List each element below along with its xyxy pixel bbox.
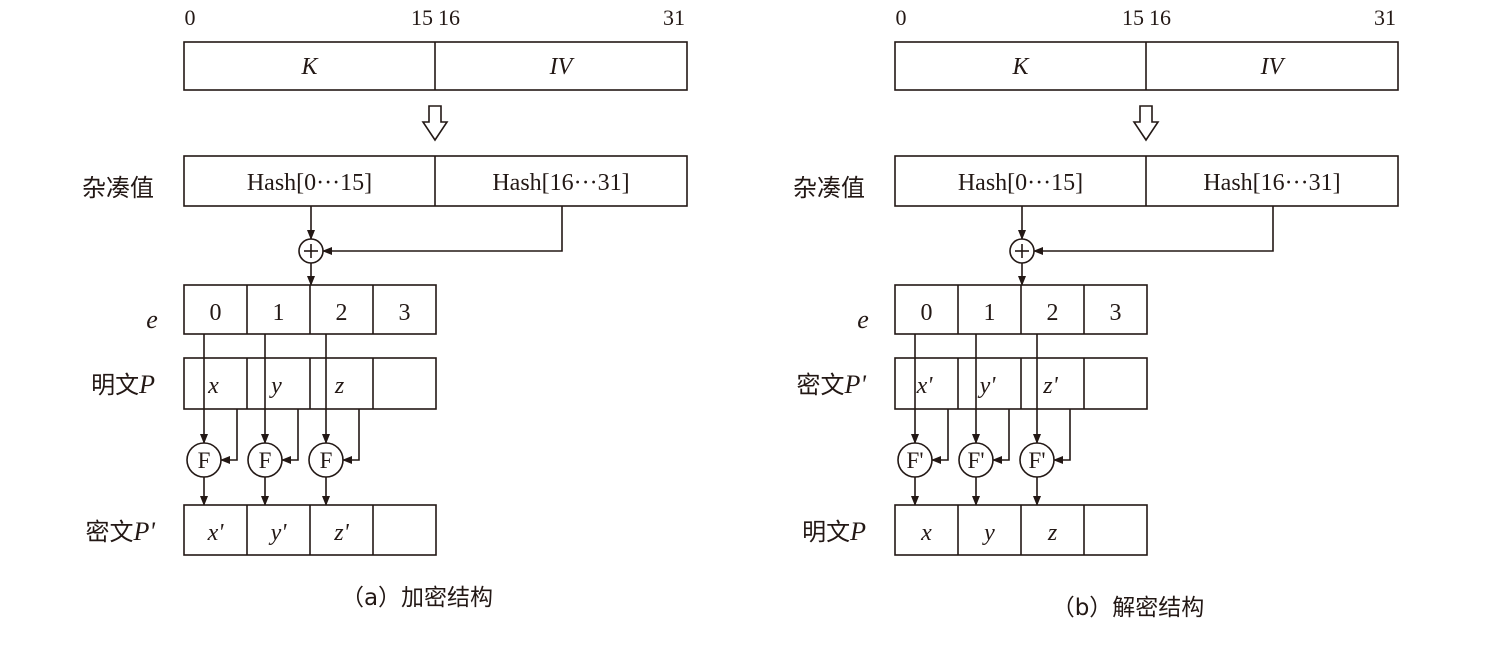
input-cell-1: y' [978,373,997,399]
output-cell-0: x [920,520,932,546]
output-cell-1: y' [269,520,288,546]
input-to-func-arrow-1 [281,409,299,464]
bit-label-15: 15 [1122,5,1144,30]
input-label-var: P' [844,370,867,399]
output-label: 明文P [802,517,866,546]
e-cell-2: 2 [1047,300,1059,326]
hash-transform-arrow-icon [1132,105,1160,142]
iv-label: IV [1260,54,1286,80]
input-to-func-arrow-0 [220,409,238,464]
hash-right-label: Hash[16···31] [1203,170,1340,196]
hash-transform-arrow-icon [421,105,449,142]
function-symbol-2: F' [1029,448,1046,473]
bit-label-0: 0 [896,5,907,30]
input-to-func-arrow-0 [931,409,949,464]
output-cell-1: y [982,520,995,546]
output-label-var: P' [133,517,156,546]
function-symbol-2: F [320,448,333,473]
input-label-prefix: 明文 [91,371,139,399]
input-to-func-arrow-2 [342,409,360,464]
input-cell-0: x [207,373,219,399]
input-label-var: P [138,370,155,399]
hash-left-label: Hash[0···15] [247,170,372,196]
output-label: 密文P' [86,517,156,546]
input-to-func-arrow-2 [1053,409,1071,464]
hash-value-label: 杂凑值 [793,174,865,202]
input-label: 明文P [91,370,155,399]
input-label: 密文P' [797,370,867,399]
e-cell-0: 0 [210,300,222,326]
e-label: e [146,305,158,334]
e-cell-2: 2 [336,300,348,326]
hash-right-to-xor-arrow [322,206,563,255]
e-cell-1: 1 [273,300,285,326]
e-cell-3: 3 [399,300,411,326]
e-cell-0: 0 [921,300,933,326]
hash-right-to-xor-arrow [1033,206,1274,255]
output-cell-2: z' [333,520,349,546]
input-to-func-arrow-1 [992,409,1010,464]
function-symbol-1: F' [968,448,985,473]
bit-label-31: 31 [1374,5,1396,30]
bit-label-16: 16 [438,5,460,30]
key-label: K [300,54,319,80]
output-cell-0: x' [207,520,225,546]
input-cell-2: z [334,373,345,399]
key-label: K [1011,54,1030,80]
bit-label-16: 16 [1149,5,1171,30]
input-cell-1: y [269,373,282,399]
hash-left-label: Hash[0···15] [958,170,1083,196]
output-cell-2: z [1047,520,1058,546]
e-cell-1: 1 [984,300,996,326]
hash-right-label: Hash[16···31] [492,170,629,196]
iv-label: IV [549,54,575,80]
function-symbol-0: F [198,448,211,473]
input-cell-2: z' [1042,373,1058,399]
bit-label-15: 15 [411,5,433,30]
input-cell-0: x' [916,373,934,399]
input-label-prefix: 密文 [797,371,845,399]
function-symbol-0: F' [907,448,924,473]
panel-caption: （b）解密结构 [1052,595,1205,621]
output-label-prefix: 明文 [802,518,850,546]
e-cell-3: 3 [1110,300,1122,326]
output-label-var: P [849,517,866,546]
bit-label-0: 0 [185,5,196,30]
hash-value-label: 杂凑值 [82,174,154,202]
e-label: e [857,305,869,334]
function-symbol-1: F [259,448,272,473]
output-label-prefix: 密文 [86,518,134,546]
panel-caption: （a）加密结构 [341,585,493,611]
bit-label-31: 31 [663,5,685,30]
